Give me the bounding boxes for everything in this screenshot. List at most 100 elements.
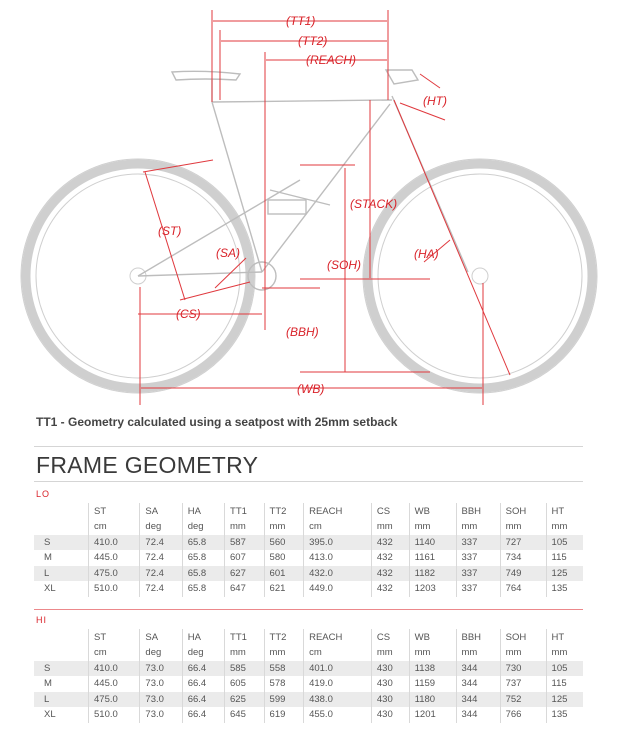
label-tt1: (TT1): [286, 14, 315, 28]
value-cell: 578: [263, 676, 304, 692]
column-header: REACH: [303, 629, 372, 645]
value-cell: 344: [455, 707, 501, 723]
size-cell: S: [34, 660, 89, 676]
value-cell: 337: [455, 581, 501, 597]
value-cell: 647: [224, 581, 265, 597]
value-cell: 66.4: [181, 691, 225, 707]
table-label-lo: LO: [36, 489, 51, 499]
value-cell: 430: [370, 707, 410, 723]
label-soh: (SOH): [327, 258, 361, 272]
unit-cell: deg: [139, 519, 183, 535]
table-label-hi: HI: [36, 615, 47, 625]
value-cell: 766: [499, 707, 547, 723]
label-st: (ST): [158, 224, 181, 238]
value-cell: 115: [545, 676, 583, 692]
column-header: SA: [139, 629, 183, 645]
column-header: BBH: [455, 503, 501, 519]
column-header: WB: [408, 503, 456, 519]
page-title: FRAME GEOMETRY: [36, 452, 259, 478]
value-cell: 72.4: [139, 550, 183, 566]
bike-frame: [137, 69, 469, 291]
value-cell: 475.0: [87, 565, 140, 581]
label-ha: (HA): [414, 247, 439, 261]
value-cell: 65.8: [181, 565, 225, 581]
divider: [34, 481, 583, 482]
column-header: BBH: [455, 629, 501, 645]
unit-cell: mm: [263, 519, 304, 535]
value-cell: 764: [499, 581, 547, 597]
value-cell: 395.0: [303, 534, 372, 550]
label-bbh: (BBH): [286, 325, 319, 339]
table-divider: [34, 609, 583, 610]
value-cell: 401.0: [303, 660, 372, 676]
value-cell: 430: [370, 660, 410, 676]
label-reach: (REACH): [306, 53, 356, 67]
unit-cell: mm: [545, 645, 583, 661]
value-cell: 1201: [408, 707, 456, 723]
value-cell: 419.0: [303, 676, 372, 692]
value-cell: 432.0: [303, 565, 372, 581]
rear-wheel: [20, 158, 256, 394]
value-cell: 430: [370, 676, 410, 692]
value-cell: 510.0: [87, 581, 140, 597]
value-cell: 410.0: [87, 660, 140, 676]
value-cell: 135: [545, 581, 583, 597]
value-cell: 1159: [408, 676, 456, 692]
column-header: ST: [87, 629, 140, 645]
value-cell: 65.8: [181, 534, 225, 550]
value-cell: 135: [545, 707, 583, 723]
value-cell: 619: [263, 707, 304, 723]
column-header: CS: [370, 503, 410, 519]
value-cell: 115: [545, 550, 583, 566]
corner-cell: [34, 645, 89, 661]
column-header: HA: [181, 629, 225, 645]
column-header: TT1: [224, 503, 265, 519]
column-header: CS: [370, 629, 410, 645]
label-sa: (SA): [216, 246, 240, 260]
label-tt2: (TT2): [298, 34, 327, 48]
value-cell: 337: [455, 550, 501, 566]
value-cell: 66.4: [181, 676, 225, 692]
corner-cell: [34, 629, 89, 645]
size-cell: L: [34, 565, 89, 581]
unit-cell: cm: [87, 645, 140, 661]
front-wheel: [362, 158, 598, 394]
unit-cell: mm: [370, 519, 410, 535]
column-header: WB: [408, 629, 456, 645]
value-cell: 438.0: [303, 691, 372, 707]
value-cell: 72.4: [139, 534, 183, 550]
value-cell: 449.0: [303, 581, 372, 597]
unit-cell: deg: [181, 645, 225, 661]
corner-cell: [34, 519, 89, 535]
value-cell: 475.0: [87, 691, 140, 707]
value-cell: 587: [224, 534, 265, 550]
value-cell: 125: [545, 565, 583, 581]
value-cell: 1138: [408, 660, 456, 676]
value-cell: 337: [455, 565, 501, 581]
value-cell: 337: [455, 534, 501, 550]
label-wb: (WB): [297, 382, 324, 396]
value-cell: 585: [224, 660, 265, 676]
value-cell: 65.8: [181, 550, 225, 566]
unit-cell: mm: [499, 645, 547, 661]
unit-cell: mm: [224, 519, 265, 535]
size-cell: S: [34, 534, 89, 550]
value-cell: 344: [455, 676, 501, 692]
unit-cell: mm: [224, 645, 265, 661]
value-cell: 455.0: [303, 707, 372, 723]
label-ht: (HT): [423, 94, 447, 108]
value-cell: 1161: [408, 550, 456, 566]
column-header: SOH: [499, 629, 547, 645]
value-cell: 66.4: [181, 707, 225, 723]
bike-geometry-diagram: (TT1) (TT2) (REACH) (HT) (ST) (STACK) (S…: [20, 10, 598, 405]
column-header: HA: [181, 503, 225, 519]
value-cell: 510.0: [87, 707, 140, 723]
value-cell: 344: [455, 691, 501, 707]
